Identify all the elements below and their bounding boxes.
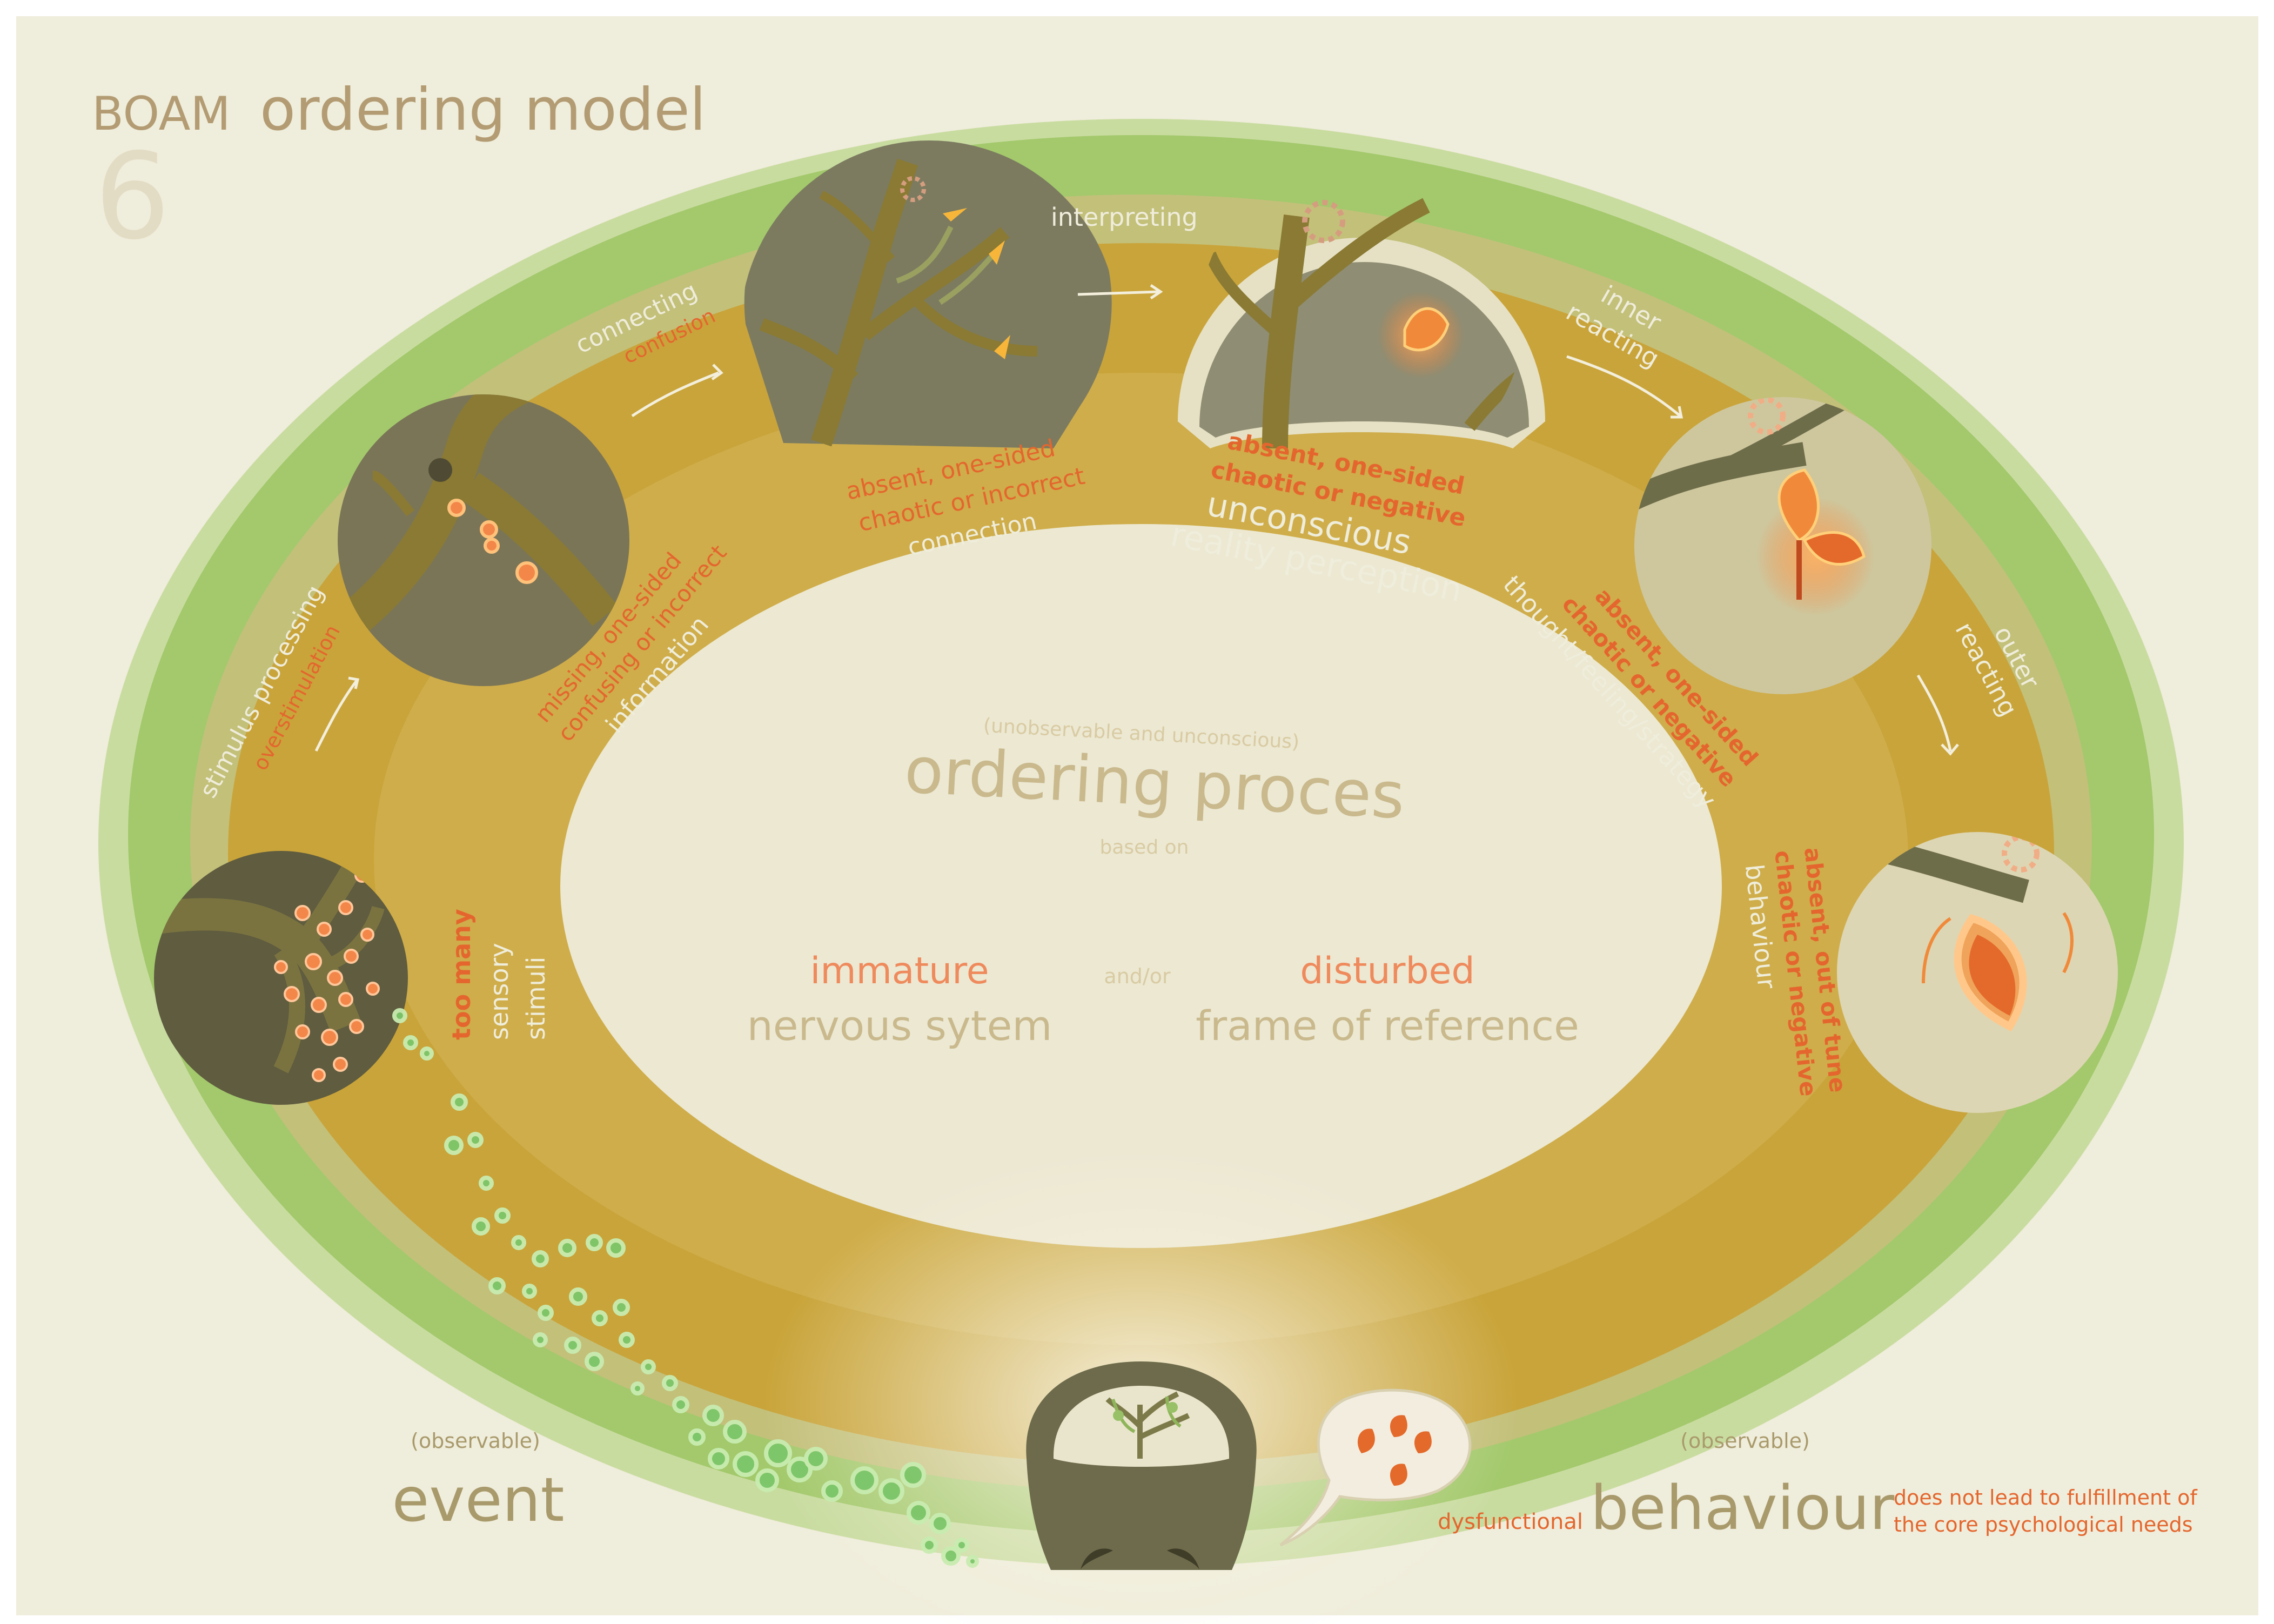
arrow-2 <box>631 371 719 418</box>
immature-label: immature <box>810 950 989 992</box>
stimuli-ring-label: too many sensory stimuli <box>447 901 551 1040</box>
event-note: (observable) <box>411 1429 540 1453</box>
dysfunctional-label: dysfunctional <box>1438 1509 1583 1534</box>
flow-arrows <box>314 284 1959 756</box>
based-on: based on <box>1100 836 1189 858</box>
nervous-system-label: nervous sytem <box>747 1002 1052 1050</box>
title-number: 6 <box>95 127 170 266</box>
arrow-3 <box>1077 290 1159 296</box>
stimulus-image <box>154 851 408 1105</box>
arrow-1 <box>314 680 358 752</box>
arrow-5 <box>1916 674 1952 751</box>
disturbed-label: disturbed <box>1300 950 1474 992</box>
behaviour-note: (observable) <box>1680 1429 1810 1453</box>
speech-bubble <box>1279 1388 1472 1547</box>
inner-cream-area <box>560 524 1722 1248</box>
interpreting-image <box>744 140 1112 448</box>
reality-perception-image <box>1178 198 1545 449</box>
title: BOAM ordering model <box>92 76 706 144</box>
behaviour-label: behaviour <box>1591 1473 1895 1544</box>
arrow-4 <box>1566 355 1681 417</box>
interpreting-label: interpreting <box>1051 203 1198 232</box>
event-particles <box>392 1008 979 1568</box>
and-or-label: and/or <box>1104 964 1171 988</box>
behaviour-desc-line-1: does not lead to fulfillment of <box>1894 1486 2198 1509</box>
event-label: event <box>392 1465 565 1535</box>
frame-of-reference-label: frame of reference <box>1196 1002 1579 1050</box>
behaviour-desc-line-2: the core psychological needs <box>1894 1513 2193 1536</box>
outer-reacting-image <box>1837 832 2118 1113</box>
head-illustration <box>1026 1361 1257 1570</box>
